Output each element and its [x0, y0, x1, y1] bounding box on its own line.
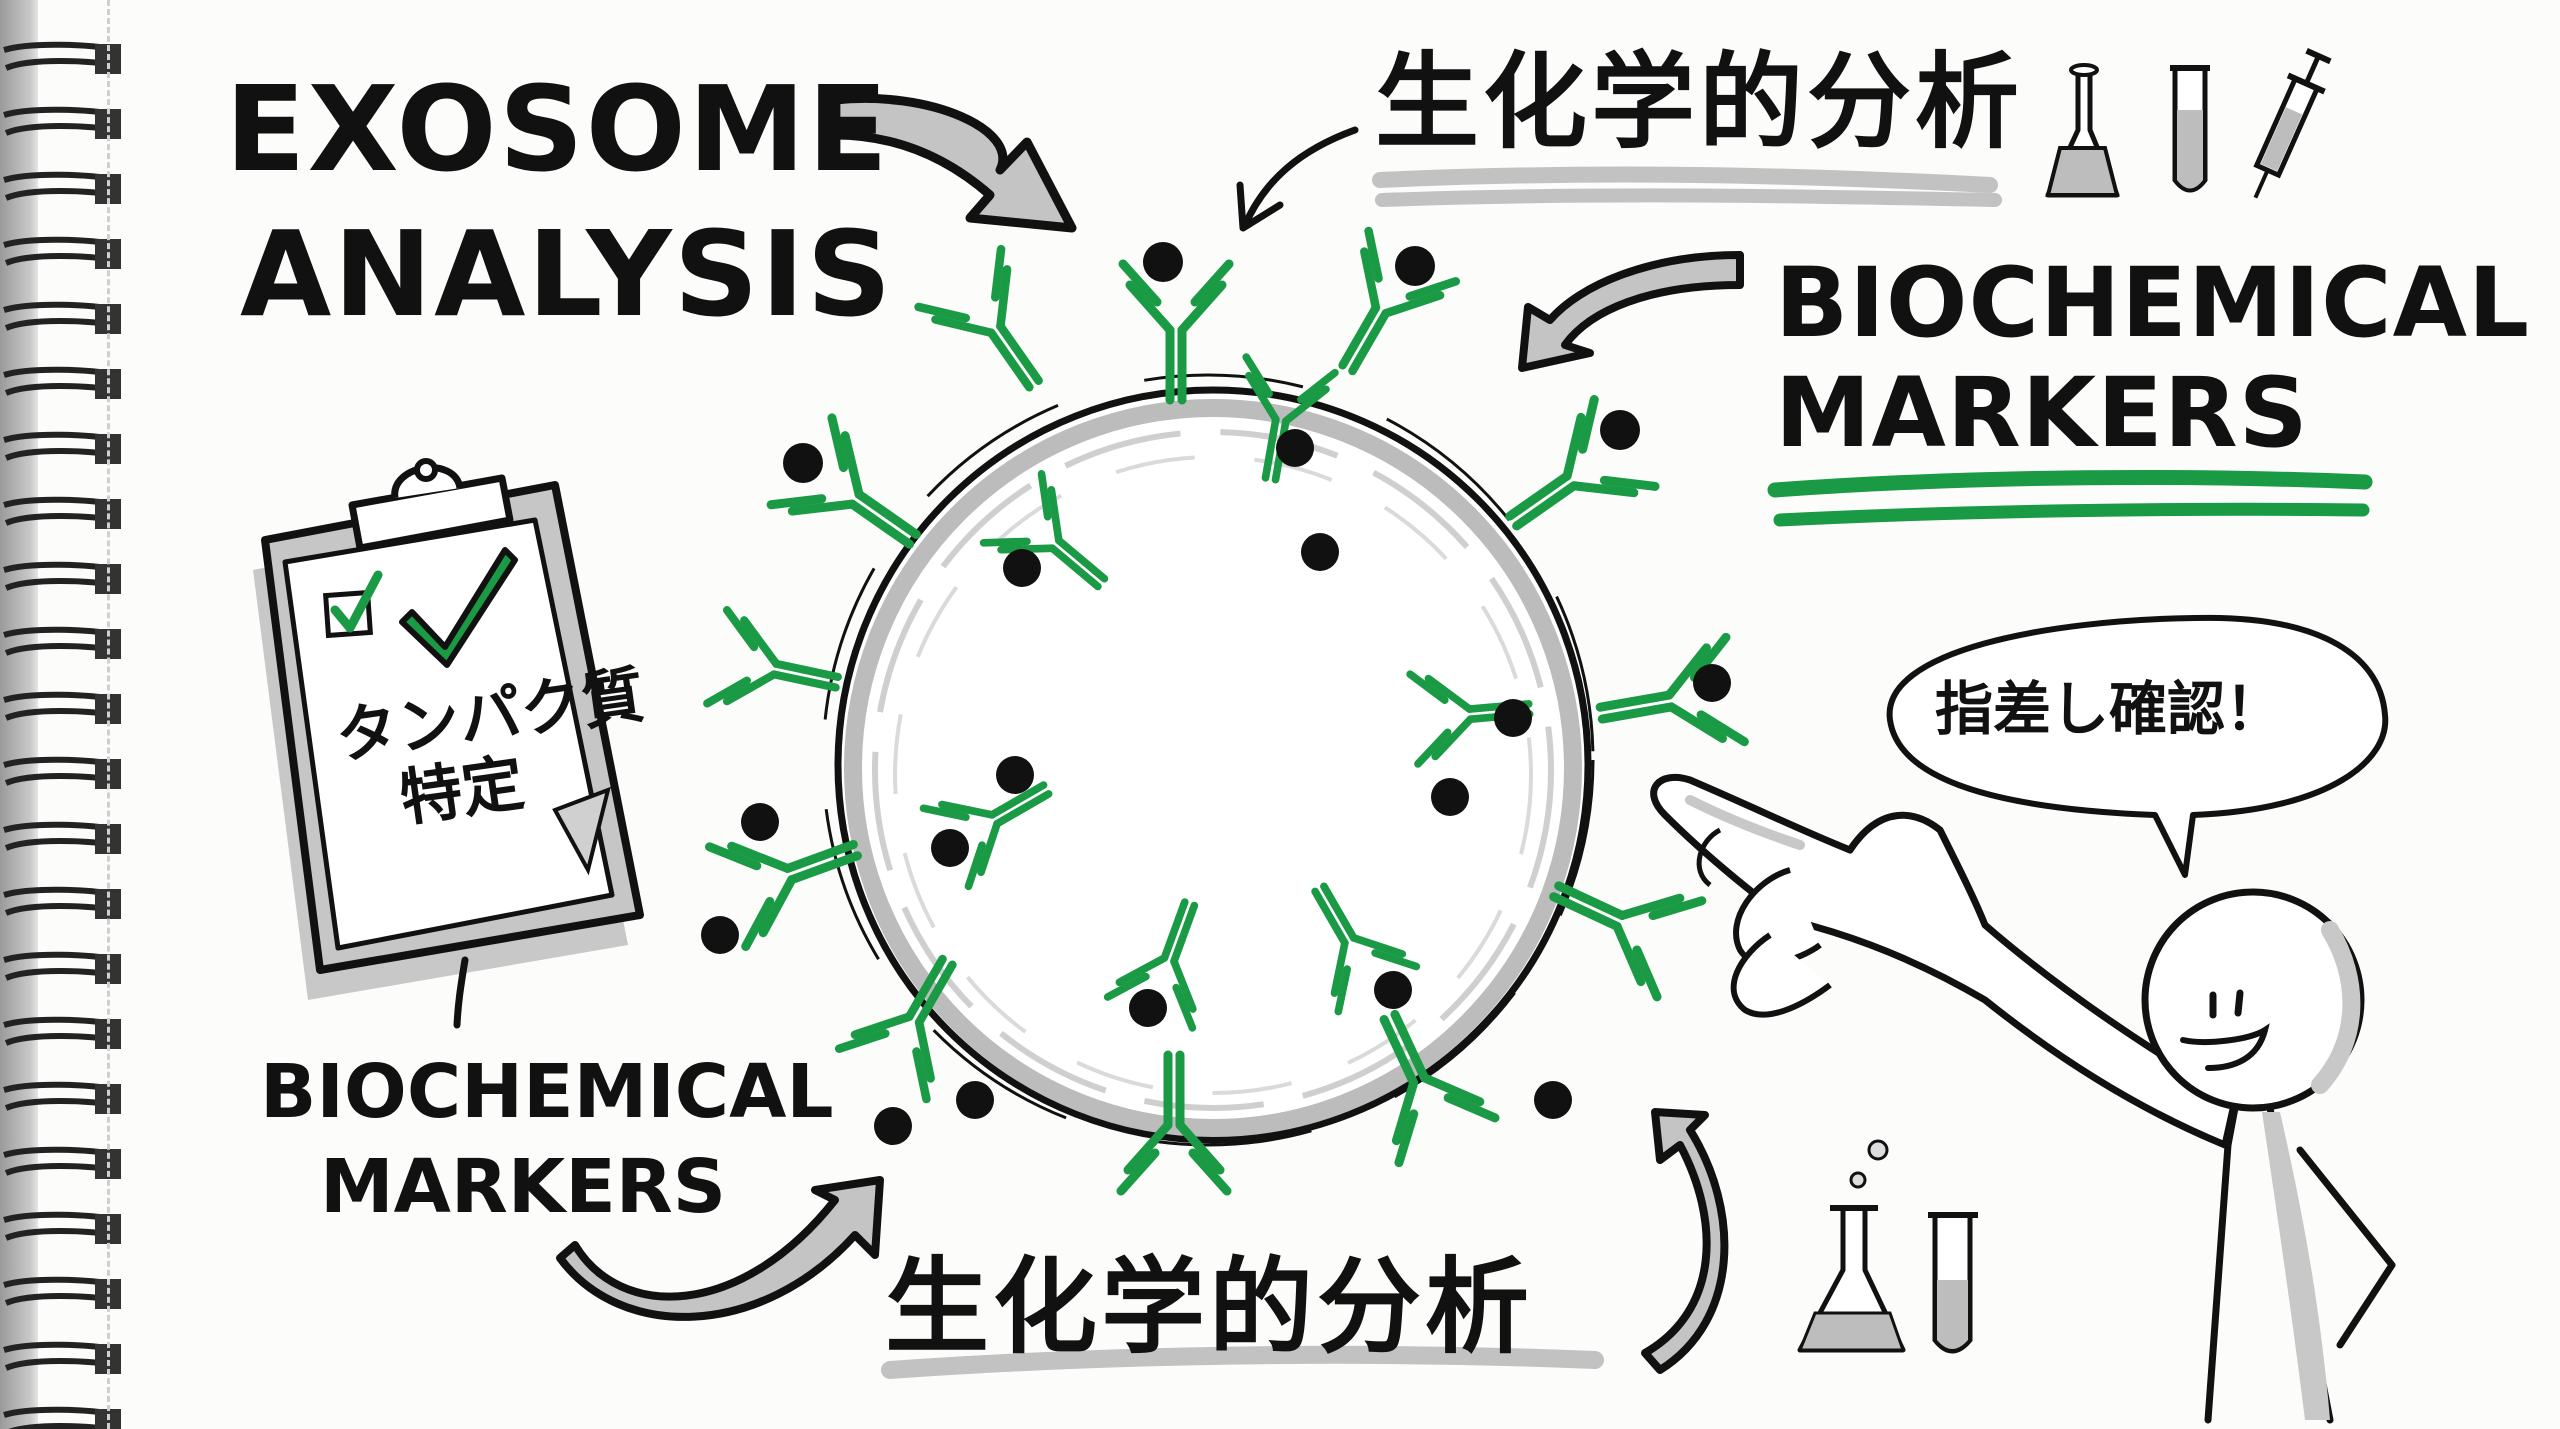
syringe-icon [2253, 48, 2332, 199]
jp-heading-bottom: 生化学的分析 [885, 1246, 1534, 1368]
arrow-bottom-left [556, 1176, 884, 1321]
arrow-title-to-exosome [830, 93, 1077, 233]
speech-bubble [1886, 614, 2389, 878]
arrow-bottom-right [1641, 1108, 1729, 1374]
antigen-dots [701, 242, 1731, 1145]
markers-label-line1: BIOCHEMICAL [260, 1049, 834, 1135]
thin-arrow-icon [1236, 126, 1359, 232]
pointing-hand-icon [1650, 773, 2239, 1149]
test-tube-icon [1928, 1212, 1978, 1354]
stick-figure [2141, 888, 2396, 1424]
page-title-line1: EXOSOME [225, 60, 891, 198]
exosome-vesicle [821, 373, 1595, 1147]
markers-label-line2: MARKERS [320, 1144, 727, 1230]
markers-heading-line1: BIOCHEMICAL [1775, 247, 2531, 359]
connector-line [453, 956, 469, 1029]
arrow-markers-to-exosome [1518, 251, 1744, 372]
clipboard-icon [253, 458, 644, 1000]
speech-bubble-text: 指差し確認！ [1935, 675, 2284, 743]
flask-icon [2045, 63, 2120, 198]
clipboard-text-line2: 特定 [395, 745, 529, 836]
page-title-line2: ANALYSIS [240, 205, 894, 343]
jp-heading-top: 生化学的分析 [1375, 41, 2024, 163]
flask-icon [1797, 1139, 1906, 1353]
markers-heading-line2: MARKERS [1775, 357, 2309, 469]
test-tube-icon [2170, 65, 2210, 193]
margin-line [107, 0, 110, 1429]
